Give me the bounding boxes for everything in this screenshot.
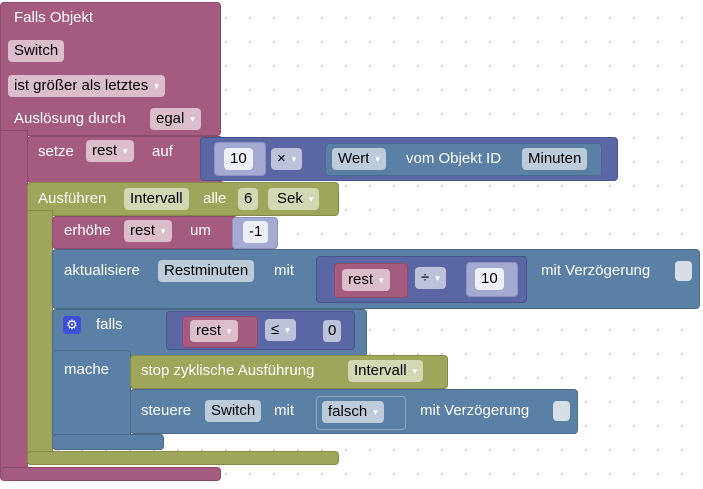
boolean-dropdown[interactable]: falsch ▾ <box>322 401 384 423</box>
gear-icon[interactable]: ⚙ <box>63 316 81 334</box>
do-label: mache <box>64 361 110 378</box>
interval-label: Ausführen <box>38 190 107 207</box>
chevron-down-icon: ▾ <box>375 154 380 165</box>
operator-value: ÷ <box>421 269 430 286</box>
chevron-down-icon: ▾ <box>154 81 159 92</box>
variable-name: rest <box>130 222 156 239</box>
operator-value: ≤ <box>271 321 280 338</box>
increment-label: erhöhe <box>64 222 111 239</box>
chevron-down-icon: ▾ <box>161 226 166 237</box>
trigger-by-value: egal <box>156 110 185 127</box>
condition-value: ist größer als letztes <box>14 77 149 94</box>
control-object-field[interactable]: Switch <box>205 400 262 422</box>
update-with-label: mit <box>274 262 294 279</box>
update-label: aktualisiere <box>64 262 140 279</box>
number-field[interactable]: 10 <box>224 148 253 170</box>
interval-spine <box>27 210 53 465</box>
operator-dropdown[interactable]: ×▾ <box>271 148 303 170</box>
trigger-condition-dropdown[interactable]: ist größer als letztes ▾ <box>8 75 165 97</box>
increment-value-field[interactable]: -1 <box>243 221 269 243</box>
control-with-label: mit <box>274 402 294 419</box>
if-label: falls <box>96 316 123 333</box>
control-delay-label: mit Verzögerung <box>420 402 530 419</box>
update-delay-checkbox[interactable] <box>675 261 692 281</box>
chevron-down-icon: ▾ <box>373 407 378 418</box>
interval-bottom <box>27 451 339 465</box>
set-label: setze <box>38 143 74 160</box>
interval-name-field[interactable]: Intervall <box>124 188 189 210</box>
variable-name: rest <box>348 271 374 288</box>
operator-value: × <box>277 150 286 167</box>
attribute-value: Wert <box>338 150 370 167</box>
chevron-down-icon: ▾ <box>379 275 384 286</box>
divide-operator-dropdown[interactable]: ÷▾ <box>415 267 446 289</box>
of-object-label: vom Objekt ID <box>406 150 502 167</box>
chevron-down-icon: ▾ <box>435 273 440 284</box>
trigger-object-field[interactable]: Switch <box>8 40 65 62</box>
compare-number-field[interactable]: 0 <box>323 320 342 342</box>
chevron-down-icon: ▾ <box>412 366 418 377</box>
trigger-title: Falls Objekt <box>14 9 94 26</box>
if-variable-dropdown[interactable]: rest ▾ <box>190 320 238 342</box>
set-to-label: auf <box>152 143 173 160</box>
chevron-down-icon: ▾ <box>285 325 290 336</box>
chevron-down-icon: ▾ <box>190 114 195 125</box>
chevron-down-icon: ▾ <box>227 326 232 337</box>
trigger-block-spine <box>0 130 28 480</box>
variable-name: rest <box>196 322 222 339</box>
increment-variable-dropdown[interactable]: rest ▾ <box>124 220 172 242</box>
unit-dropdown[interactable]: Sek ▾ <box>268 188 320 210</box>
boolean-value: falsch <box>328 403 368 420</box>
trigger-by-dropdown[interactable]: egal ▾ <box>150 108 201 130</box>
every-label: alle <box>203 190 227 207</box>
update-object-field[interactable]: Restminuten <box>158 260 255 282</box>
chevron-down-icon: ▾ <box>291 154 297 165</box>
attribute-dropdown[interactable]: Wert ▾ <box>332 148 386 170</box>
chevron-down-icon: ▾ <box>123 146 128 157</box>
trigger-label: Auslösung durch <box>14 110 126 127</box>
object-id-field[interactable]: Minuten <box>522 148 588 170</box>
trigger-block-bottom <box>0 467 221 481</box>
chevron-down-icon: ▾ <box>308 194 314 205</box>
stop-label: stop zyklische Ausführung <box>141 362 315 379</box>
control-delay-checkbox[interactable] <box>553 401 570 421</box>
unit-value: Sek <box>277 190 303 207</box>
set-variable-dropdown[interactable]: rest ▾ <box>86 140 134 162</box>
if-block-bottom <box>52 434 164 450</box>
stop-interval-dropdown[interactable]: Intervall ▾ <box>348 360 424 382</box>
variable-name: rest <box>92 142 118 159</box>
by-label: um <box>190 222 211 239</box>
interval-name: Intervall <box>354 362 407 379</box>
compare-operator-dropdown[interactable]: ≤▾ <box>265 319 296 341</box>
interval-value-field[interactable]: 6 <box>238 188 259 210</box>
divisor-field[interactable]: 10 <box>475 268 504 290</box>
update-variable-dropdown[interactable]: rest ▾ <box>342 269 390 291</box>
control-label: steuere <box>141 402 192 419</box>
update-delay-label: mit Verzögerung <box>541 262 651 279</box>
